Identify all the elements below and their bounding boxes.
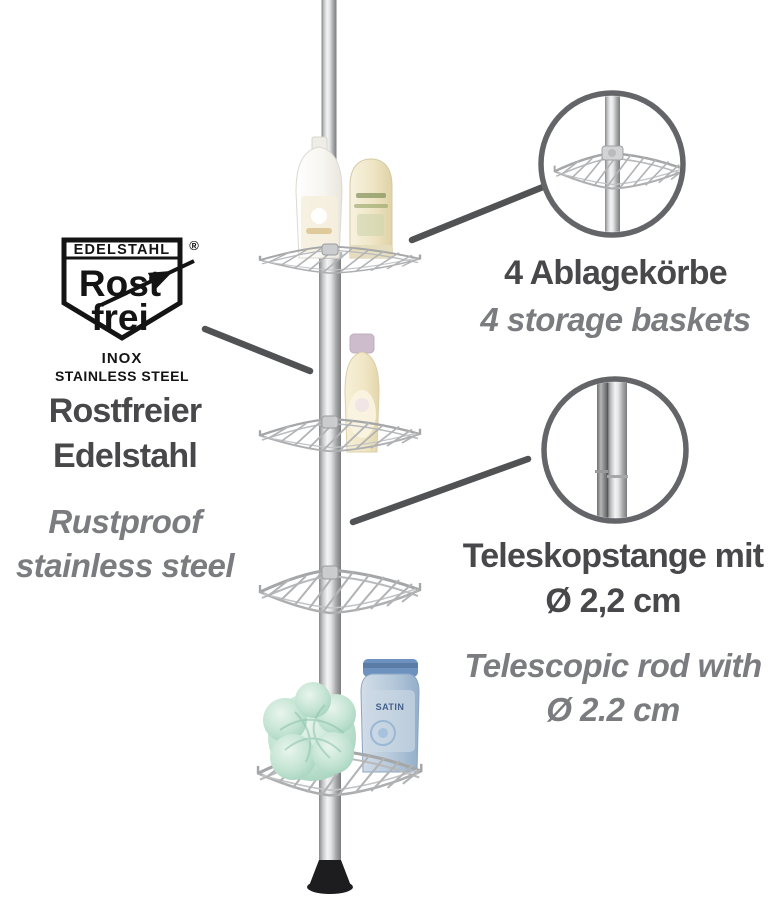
baskets-label-de: 4 Ablagekörbe <box>504 254 727 292</box>
baskets-label-en: 4 storage baskets <box>480 301 751 338</box>
snowflake-motif <box>370 720 396 746</box>
material-label-de: Rostfreier Edelstahl <box>5 389 245 479</box>
rod-en-line1: Telescopic rod with <box>464 647 762 684</box>
material-de-line2: Edelstahl <box>53 437 198 475</box>
rod-label-de: Teleskopstange mit Ø 2,2 cm <box>452 534 774 624</box>
material-label-en: Rustproof stainless steel <box>0 500 250 588</box>
bottle-label <box>366 690 415 752</box>
material-en-line2: stainless steel <box>15 547 235 584</box>
callout-rod-detail <box>541 376 689 524</box>
badge-shield <box>61 237 183 341</box>
badge-registered-mark: ® <box>189 238 199 253</box>
bottle-label <box>348 390 376 438</box>
shower-gel-bottle-cream <box>344 333 380 453</box>
loofah-sponge <box>263 682 356 781</box>
pointer-lines <box>201 183 547 526</box>
cream-tube <box>349 158 393 259</box>
badge-sub2: STAINLESS STEEL <box>55 368 189 384</box>
shampoo-bottle-white <box>295 136 343 259</box>
rostfrei-badge: EDELSTAHL ® Rost frei INOX STAINLESS STE… <box>55 237 199 384</box>
badge-top-text: EDELSTAHL <box>74 242 171 258</box>
blue-bottle-label-text: SATIN <box>376 702 405 712</box>
badge-word2: frei <box>91 297 149 338</box>
callout-basket-detail <box>538 90 686 238</box>
pointer-line-basket <box>408 183 547 244</box>
material-de-line1: Rostfreier <box>48 392 202 430</box>
rod-label-en: Telescopic rod with Ø 2.2 cm <box>452 644 774 732</box>
rod-de-line1: Teleskopstange mit <box>462 537 764 575</box>
bottle-label <box>301 196 338 252</box>
bottle-cap <box>349 333 375 354</box>
badge-sub1: INOX <box>102 350 143 367</box>
rod-en-line2: Ø 2.2 cm <box>546 691 680 728</box>
pole-foot <box>307 860 353 894</box>
blue-bottle: SATIN <box>360 659 420 773</box>
pointer-line-logo <box>201 325 314 375</box>
pointer-line-rod <box>349 455 532 526</box>
rod-de-line2: Ø 2,2 cm <box>545 582 681 620</box>
badge-arrow-icon <box>100 259 195 307</box>
material-en-line1: Rustproof <box>48 503 202 540</box>
